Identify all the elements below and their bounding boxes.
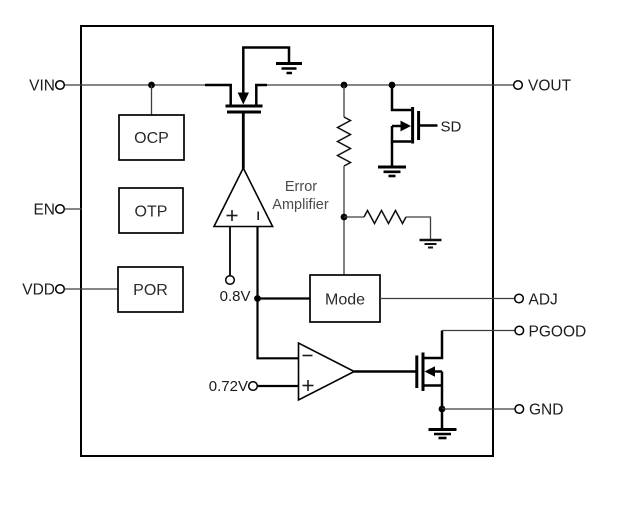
ground-icon [419, 238, 442, 249]
en-pin-label: EN [33, 202, 55, 219]
pin-gnd: GND [514, 402, 563, 419]
pin-en: EN [33, 202, 82, 219]
vref-terminal-icon [224, 274, 236, 286]
error-amplifier-label-1: Error [285, 179, 317, 195]
ocp-box [118, 114, 185, 161]
gnd-terminal-icon [514, 403, 525, 415]
adj-pin-label: ADJ [529, 292, 558, 309]
ground-icon [428, 428, 457, 440]
vin-terminal-icon [54, 79, 66, 91]
en-terminal-icon [54, 203, 66, 215]
vdd-terminal-icon [54, 283, 66, 295]
feedback-sense-path [254, 226, 310, 360]
vdd-pin-label: VDD [22, 282, 55, 299]
feedback-divider [335, 85, 442, 275]
ocp-label: OCP [134, 130, 169, 147]
bulk-arrow-icon [400, 120, 411, 132]
vref-0v72-label: 0.72V [209, 378, 248, 395]
pin-pgood: PGOOD [514, 324, 587, 341]
ground-icon [378, 165, 406, 178]
gnd-pin-label: GND [529, 402, 563, 419]
resistor-r1 [335, 116, 353, 167]
pass-mosfet [225, 46, 302, 169]
pin-vdd: VDD [22, 282, 118, 299]
pgood-comparator [297, 341, 416, 402]
ground-icon [276, 62, 302, 75]
pgood-mosfet [415, 329, 515, 440]
mode-block: Mode [309, 274, 515, 323]
otp-block: OTP [118, 187, 184, 234]
vin-pin-label: VIN [29, 78, 55, 95]
inverting-wire [256, 226, 299, 360]
drain-wire [423, 330, 444, 360]
resistor-r2 [363, 208, 407, 226]
vout-pin-label: VOUT [528, 78, 572, 95]
pgood-pin-label: PGOOD [529, 324, 587, 341]
bulk-arrow-icon [237, 92, 249, 105]
vref-0v8-label: 0.8V [220, 288, 251, 305]
vref-0v8: 0.8V [220, 226, 251, 305]
error-amplifier-label-2: Amplifier [272, 197, 329, 213]
adj-terminal-icon [513, 293, 525, 304]
r2-ground-wire [406, 216, 432, 239]
por-box [117, 266, 184, 313]
bulk-arrow-icon [424, 366, 435, 377]
ic-boundary-box [80, 25, 494, 457]
vref-0v72: 0.72V [209, 378, 299, 395]
mode-label: Mode [325, 292, 365, 309]
error-amplifier: Error Amplifier [212, 166, 329, 228]
vin-rail [64, 81, 515, 89]
ocp-block: OCP [118, 85, 185, 161]
pin-vin: VIN [29, 78, 66, 95]
sd-mosfet: SD [378, 85, 462, 178]
otp-label: OTP [135, 204, 168, 221]
por-label: POR [133, 282, 168, 299]
vout-terminal-icon [512, 79, 524, 91]
vref-terminal-icon [247, 380, 259, 392]
comparator-triangle [297, 341, 356, 402]
bulk-ground-wire [242, 46, 291, 62]
error-amplifier-triangle [212, 166, 274, 228]
otp-box [118, 187, 184, 234]
por-block: POR [117, 266, 184, 313]
pin-vout: VOUT [512, 78, 572, 95]
sd-signal-label: SD [441, 119, 462, 136]
drain-wire [390, 85, 411, 112]
pgood-terminal-icon [514, 325, 525, 336]
mode-box [309, 274, 381, 323]
pin-adj: ADJ [513, 292, 558, 309]
